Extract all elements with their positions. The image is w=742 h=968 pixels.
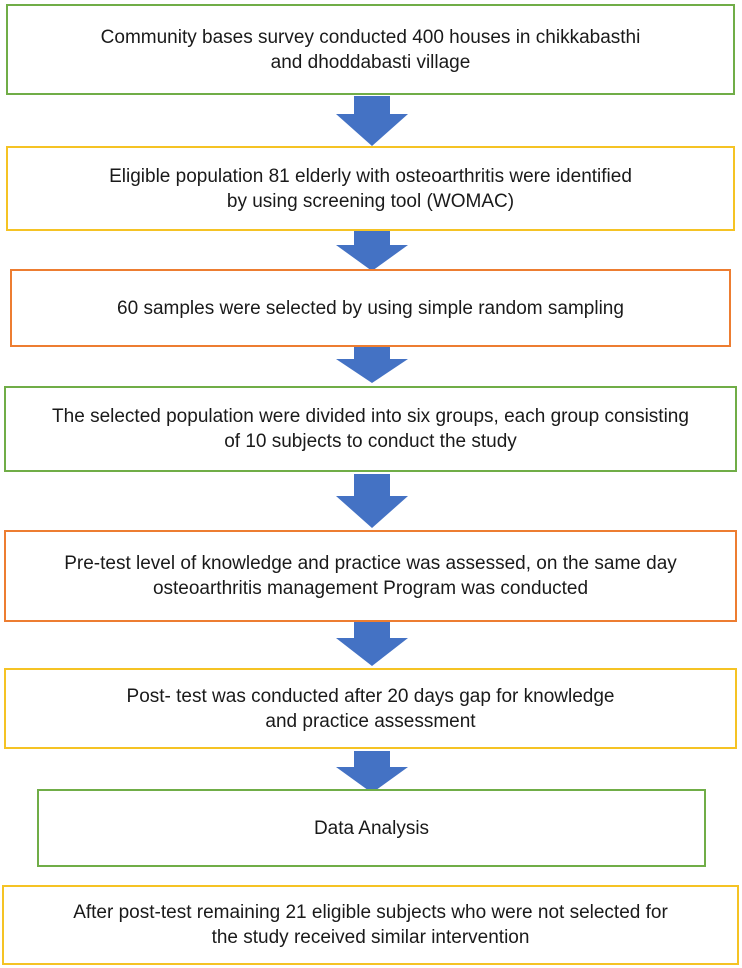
step-eligible-population: Eligible population 81 elderly with oste… [6, 146, 735, 231]
step-text: Community bases survey conducted 400 hou… [101, 25, 641, 75]
step-text: Pre-test level of knowledge and practice… [64, 551, 677, 601]
step-text: Data Analysis [314, 816, 429, 841]
step-text-line1: 60 samples were selected by using simple… [117, 297, 624, 319]
step-text: 60 samples were selected by using simple… [117, 296, 624, 321]
step-sample-selection: 60 samples were selected by using simple… [10, 269, 731, 347]
step-text-line1: The selected population were divided int… [52, 406, 689, 427]
step-text: Post- test was conducted after 20 days g… [127, 684, 615, 734]
step-text: After post-test remaining 21 eligible su… [73, 900, 668, 950]
step-group-division: The selected population were divided int… [4, 386, 737, 472]
down-arrow-icon [336, 347, 408, 383]
step-text-line1: Post- test was conducted after 20 days g… [126, 685, 615, 707]
step-text-line1: Data Analysis [313, 817, 430, 839]
down-arrow-icon [336, 231, 408, 271]
step-text: Eligible population 81 elderly with oste… [109, 164, 632, 214]
step-text-line2: by using screening tool (WOMAC) [226, 190, 515, 212]
down-arrow-icon [336, 622, 408, 666]
down-arrow-icon [336, 474, 408, 528]
step-text-line1: After post-test remaining 21 eligible su… [73, 902, 668, 923]
step-pretest-program: Pre-test level of knowledge and practice… [4, 530, 737, 622]
step-text: The selected population were divided int… [52, 404, 689, 454]
down-arrow-icon [336, 751, 408, 793]
step-text-line2: osteoarthritis management Program was co… [152, 578, 589, 599]
step-text-line2: and dhoddabasti village [270, 51, 471, 73]
down-arrow-icon [336, 96, 408, 146]
step-text-line2: and practice assessment [265, 710, 476, 732]
step-posttest: Post- test was conducted after 20 days g… [4, 668, 737, 749]
step-text-line2: of 10 subjects to conduct the study [224, 431, 517, 452]
step-remaining-subjects: After post-test remaining 21 eligible su… [2, 885, 739, 965]
step-text-line1: Pre-test level of knowledge and practice… [64, 553, 677, 574]
step-text-line1: Community bases survey conducted 400 hou… [100, 26, 641, 48]
step-data-analysis: Data Analysis [37, 789, 706, 867]
step-text-line2: the study received similar intervention [211, 927, 530, 948]
step-community-survey: Community bases survey conducted 400 hou… [6, 4, 735, 95]
step-text-line1: Eligible population 81 elderly with oste… [109, 165, 632, 187]
